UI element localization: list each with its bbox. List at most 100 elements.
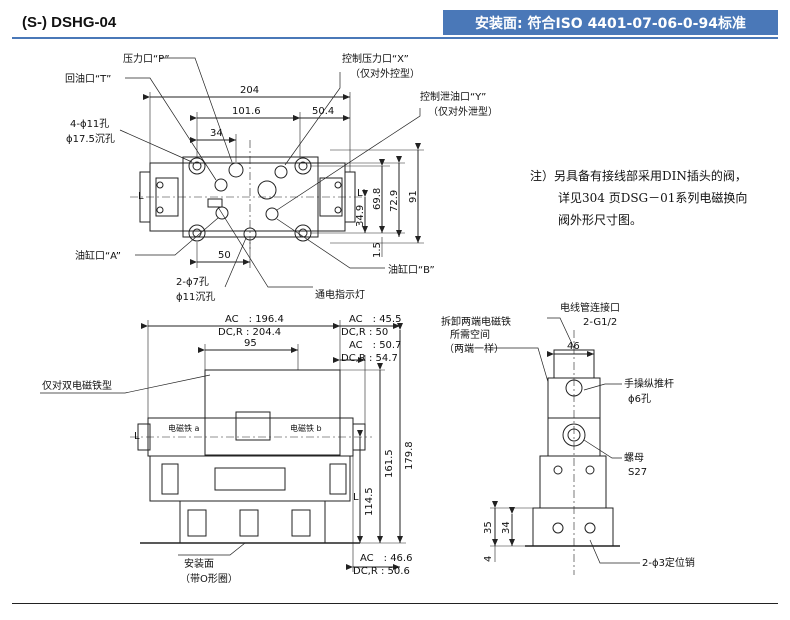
- label-holes-1: 4-ϕ11孔: [70, 118, 109, 130]
- dim-text-1-5: 1.5: [372, 242, 383, 258]
- side-base-hole-2: [584, 522, 596, 534]
- label-with-oring: （带O形圈）: [180, 573, 238, 585]
- leader-holes: [119, 129, 193, 163]
- label-port-a: 油缸口“A”: [75, 249, 121, 262]
- label-dc-50: DC,R : 50: [341, 327, 388, 338]
- top-screw-r1: [334, 181, 342, 189]
- top-solenoid-left: [139, 171, 150, 223]
- label-ac-45: AC : 45.5: [349, 314, 401, 325]
- dim-text-4: 4: [483, 556, 494, 562]
- side-view: [490, 317, 640, 575]
- label-dual-only: 仅对双电磁铁型: [42, 379, 112, 392]
- top-view: [119, 57, 424, 288]
- label-dc-50-6: DC,R : 50.6: [353, 566, 410, 577]
- note-line-1: 注）另具备有接线部采用DIN插头的阀，: [530, 169, 747, 183]
- side-bolt-2: [585, 465, 595, 475]
- front-label-l2: L': [353, 492, 361, 503]
- leader-conduit: [547, 317, 575, 349]
- label-ac-46: AC : 46.6: [360, 553, 412, 564]
- note-block: 注）另具备有接线部采用DIN插头的阀， 详见304 页DSG－01系列电磁换向 …: [530, 165, 747, 231]
- label-removal-2: 所需空间: [450, 328, 490, 341]
- label-ac-196: AC : 196.4: [225, 314, 284, 325]
- side-bolt-1: [553, 465, 563, 475]
- side-valve-body: [539, 455, 607, 509]
- dim-text-72-9: 72.9: [389, 190, 400, 212]
- label-mount-face: 安装面: [184, 557, 214, 570]
- note-line-3: 阀外形尺寸图。: [558, 213, 643, 227]
- label-pin-2: ϕ11沉孔: [176, 290, 215, 303]
- bolt-hole-tr-inner: [298, 161, 308, 171]
- standard-banner: 安装面: 符合ISO 4401-07-06-0-94标准: [443, 10, 778, 35]
- front-main-body: [149, 455, 351, 502]
- dim-text-34-9: 34.9: [355, 205, 366, 227]
- label-thread: 2-G1/2: [583, 317, 617, 328]
- label-port-t: 回油口“T”: [65, 72, 111, 85]
- front-view: [40, 320, 406, 572]
- bolt-hole-tl-inner: [192, 161, 202, 171]
- indicator-lamp: [207, 198, 223, 208]
- dim-text-34-side: 34: [501, 521, 512, 534]
- leader-dual: [40, 374, 211, 394]
- dim-text-179-8: 179.8: [404, 441, 415, 470]
- bottom-rule: [12, 603, 778, 604]
- leader-p: [160, 57, 233, 163]
- bolt-hole-tr: [294, 157, 312, 175]
- dim-text-50-4: 50.4: [312, 106, 334, 117]
- front-base: [179, 500, 326, 544]
- dim-text-50: 50: [218, 250, 231, 261]
- label-lever: 手操纵推杆: [624, 377, 674, 390]
- front-base-port1: [187, 509, 207, 537]
- port-b-circle: [265, 207, 279, 221]
- side-base: [532, 507, 614, 547]
- label-port-b: 油缸口“B”: [388, 263, 435, 276]
- label-port-y: 控制泄油口“Y”: [420, 90, 486, 103]
- port-p-circle: [228, 162, 244, 178]
- leader-pins: [589, 539, 640, 564]
- top-label-l2: L': [357, 188, 365, 199]
- dim-text-35: 35: [483, 521, 494, 534]
- label-port-y-note: （仅对外泄型）: [428, 105, 498, 118]
- leader-lamp: [217, 206, 313, 288]
- label-pin-1: 2-ϕ7孔: [176, 276, 209, 288]
- port-center-circle: [257, 180, 277, 200]
- dim-text-161-5: 161.5: [384, 449, 395, 478]
- label-lamp: 通电指示灯: [315, 288, 365, 301]
- label-dc-54: DC,R : 54.7: [341, 353, 398, 364]
- top-label-l: L: [138, 191, 144, 202]
- bolt-hole-tl: [188, 157, 206, 175]
- leader-t: [125, 77, 217, 181]
- label-dc-204: DC,R : 204.4: [218, 327, 281, 338]
- label-ac-50: AC : 50.7: [349, 340, 401, 351]
- label-removal-3: （两端一样）: [444, 342, 504, 355]
- port-x-circle: [274, 165, 288, 179]
- dim-text-34: 34: [210, 128, 223, 139]
- label-nut: 螺母: [624, 452, 644, 464]
- banner-rule: [12, 37, 778, 39]
- dim-text-114-5: 114.5: [364, 487, 375, 516]
- side-base-hole-1: [552, 522, 564, 534]
- front-connector-box: [235, 411, 271, 441]
- label-removal-1: 拆卸两端电磁铁: [441, 315, 511, 328]
- bolt-hole-bl: [188, 224, 206, 242]
- front-plug-left: [161, 463, 179, 495]
- label-sol-a: 电磁铁 a: [168, 423, 200, 433]
- dim-text-204: 204: [240, 85, 259, 96]
- label-port-x-note: （仅对外控型）: [350, 67, 420, 80]
- note-line-2: 详见304 页DSG－01系列电磁换向: [558, 191, 748, 205]
- model-title: (S-) DSHG-04: [22, 14, 117, 31]
- port-t-circle: [214, 178, 228, 192]
- leader-nut: [583, 439, 622, 459]
- dim-text-95: 95: [244, 338, 257, 349]
- label-sol-b: 电磁铁 b: [290, 423, 322, 433]
- top-screw-l1: [156, 181, 164, 189]
- front-plug-right: [329, 463, 347, 495]
- leader-x: [284, 72, 341, 166]
- pin-hole-circle: [243, 227, 257, 241]
- front-label-l: L: [134, 431, 140, 442]
- label-holes-2: ϕ17.5沉孔: [66, 132, 115, 145]
- label-s27: S27: [628, 467, 647, 478]
- leader-lever: [583, 383, 622, 391]
- front-center-detail: [214, 467, 286, 491]
